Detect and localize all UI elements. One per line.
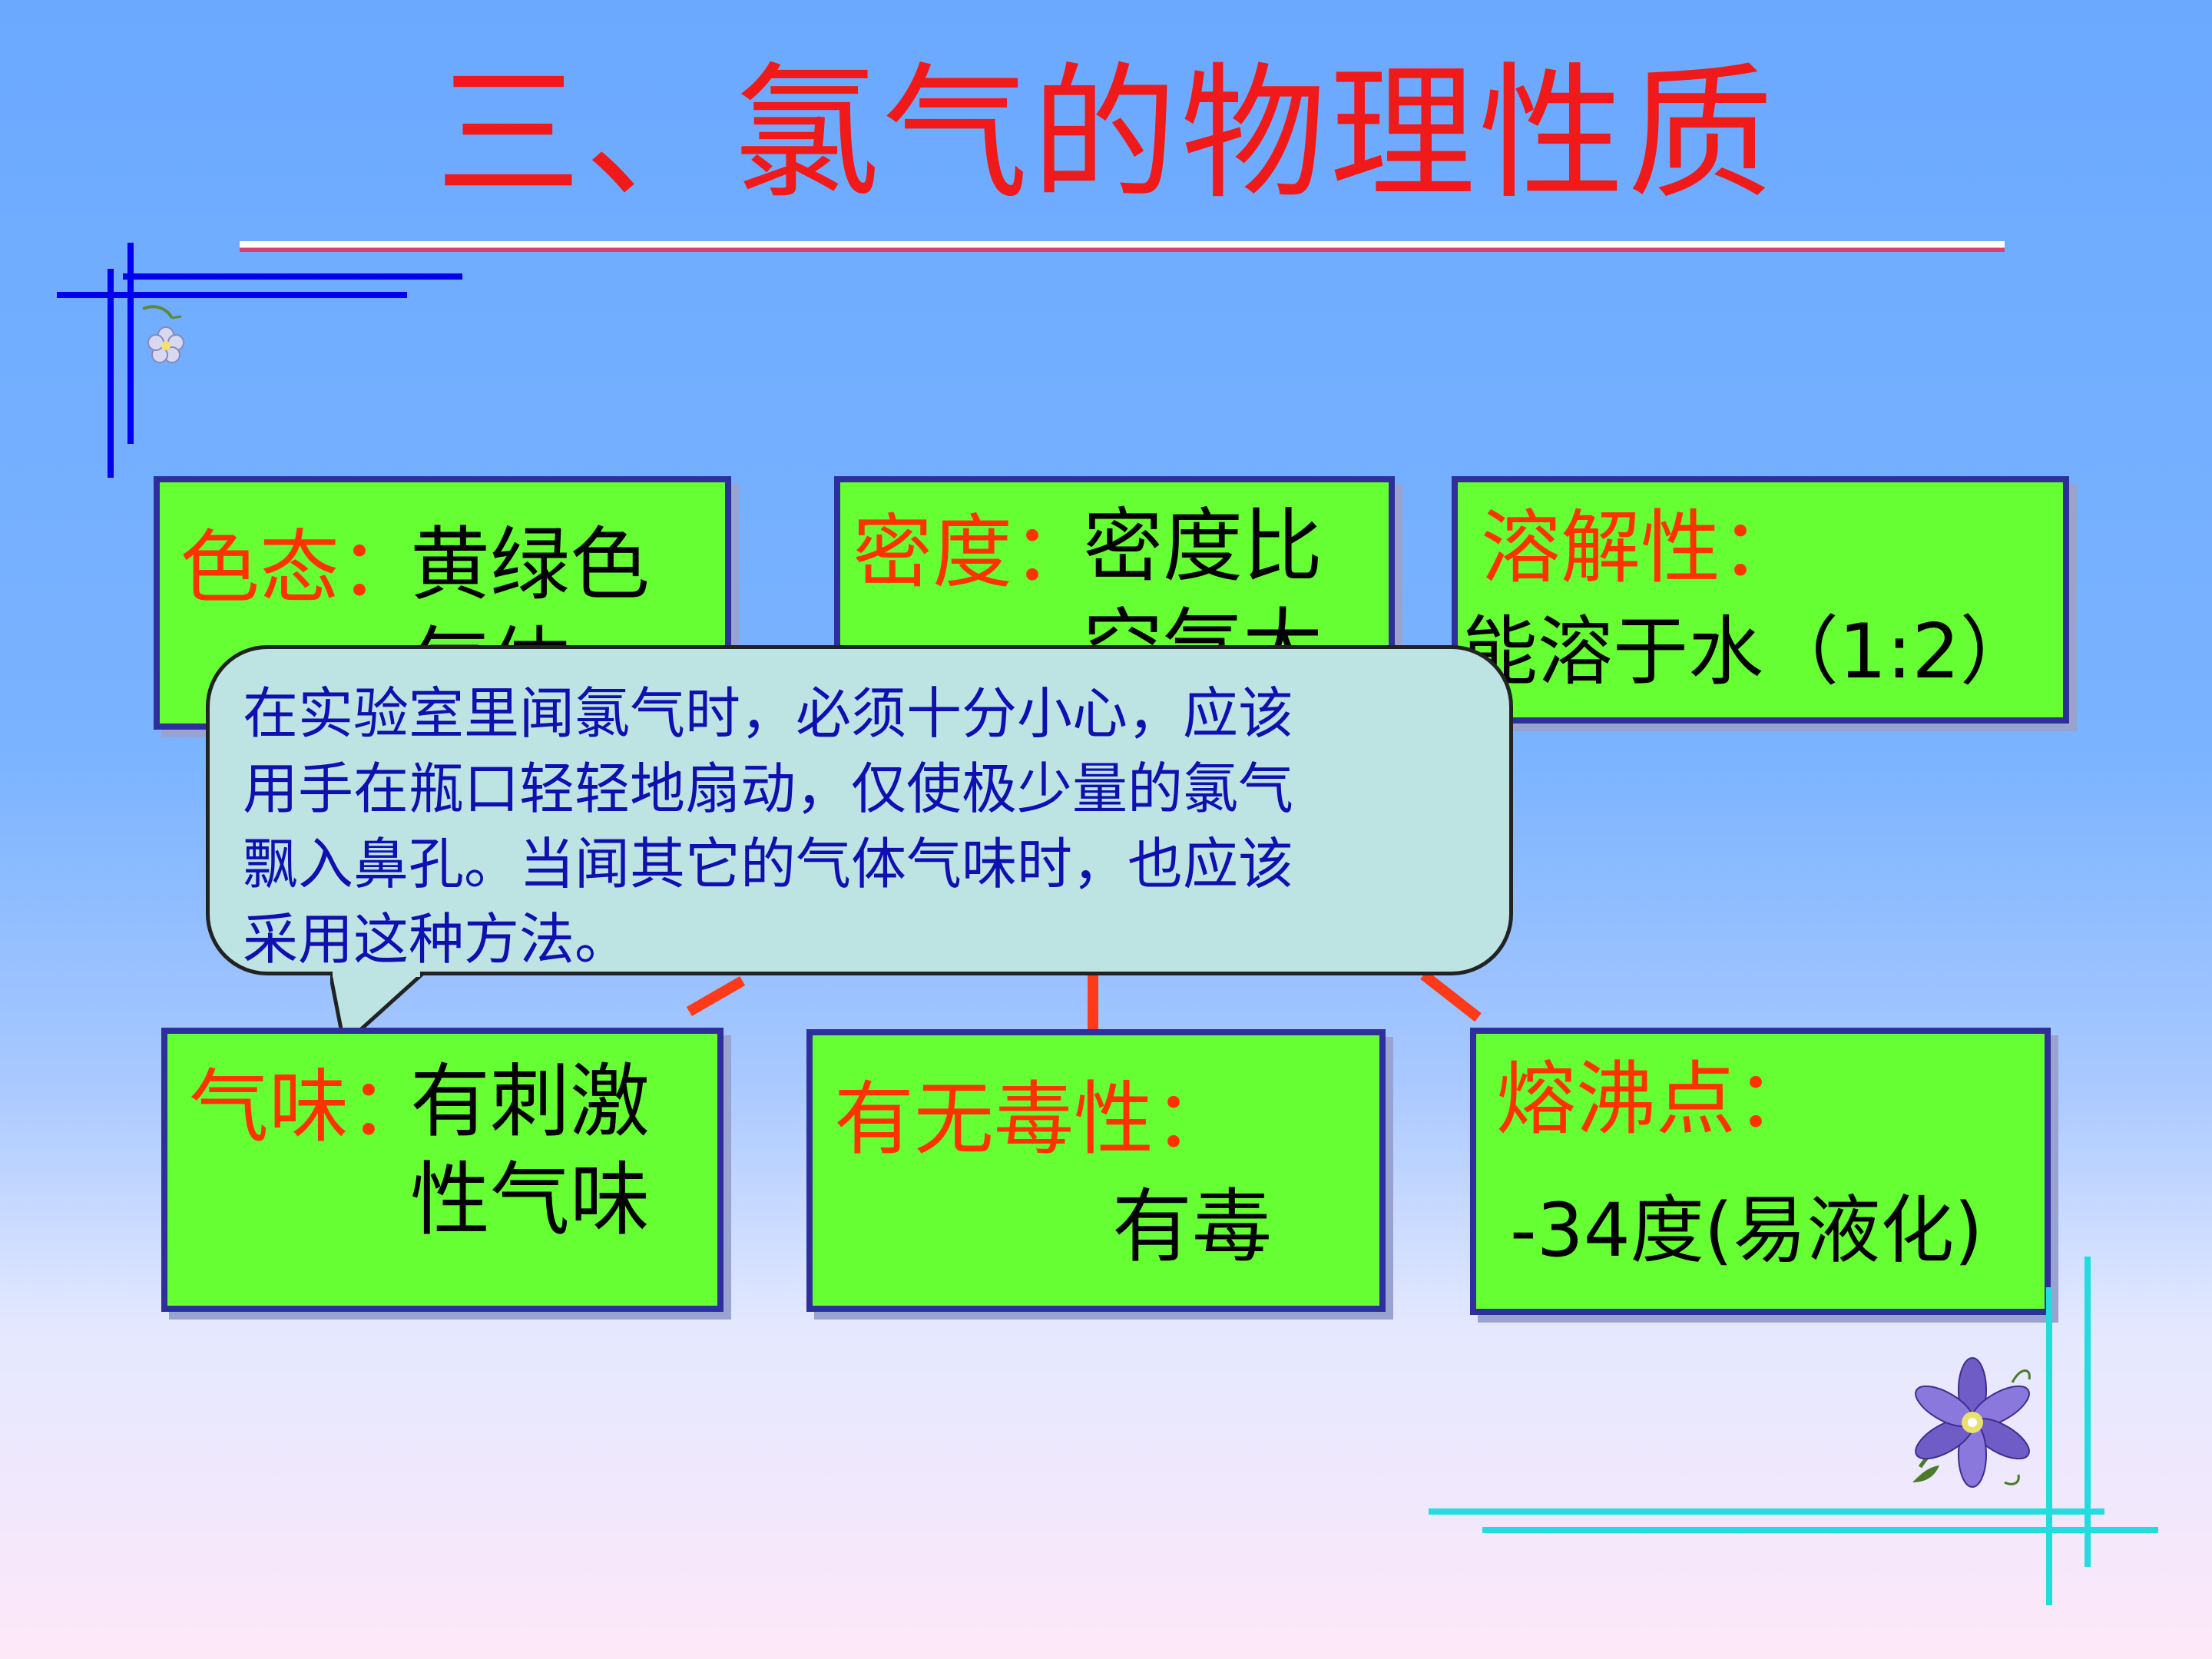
property-label: 熔沸点：	[1496, 1052, 1816, 1146]
frame-line	[123, 273, 462, 280]
property-label: 溶解性：	[1481, 501, 1801, 594]
callout-tail	[330, 971, 428, 1048]
callout-bubble	[206, 645, 1513, 975]
frame-line	[1482, 1527, 2158, 1533]
clematis-flower-icon	[1912, 1357, 2031, 1488]
property-label: 密度：	[853, 505, 1093, 599]
connector-line	[686, 975, 746, 1017]
callout-text: 在实验室里闻氯气时，必须十分小心，应该 用手在瓶口轻轻地扇动，仅使极少量的氯气 …	[243, 681, 1294, 972]
property-value: 有毒	[1112, 1180, 1273, 1273]
connector-line	[1088, 974, 1098, 1035]
property-box-melting-boiling	[1470, 1028, 2051, 1315]
frame-line	[1429, 1508, 2104, 1515]
property-box-solubility	[1452, 476, 2069, 724]
property-label: 色态：	[180, 521, 420, 614]
property-value: 能溶于水（1:2）	[1462, 608, 2035, 696]
frame-line	[127, 243, 134, 444]
connector-line	[1420, 970, 1482, 1022]
title-divider	[240, 241, 2005, 252]
frame-line	[2046, 1287, 2052, 1605]
frame-line	[108, 269, 114, 478]
frame-line	[2085, 1257, 2091, 1567]
property-label: 气味：	[189, 1060, 429, 1154]
property-value: 有刺激 性气味	[410, 1055, 651, 1247]
property-box-toxicity	[806, 1029, 1386, 1312]
property-value: -34度(易液化)	[1510, 1187, 1983, 1273]
property-label: 有无毒性：	[834, 1072, 1234, 1166]
page-title: 三、氯气的物理性质	[435, 49, 1777, 219]
property-box-odor	[161, 1028, 724, 1312]
frame-line	[57, 292, 407, 298]
flower-icon	[142, 305, 184, 363]
